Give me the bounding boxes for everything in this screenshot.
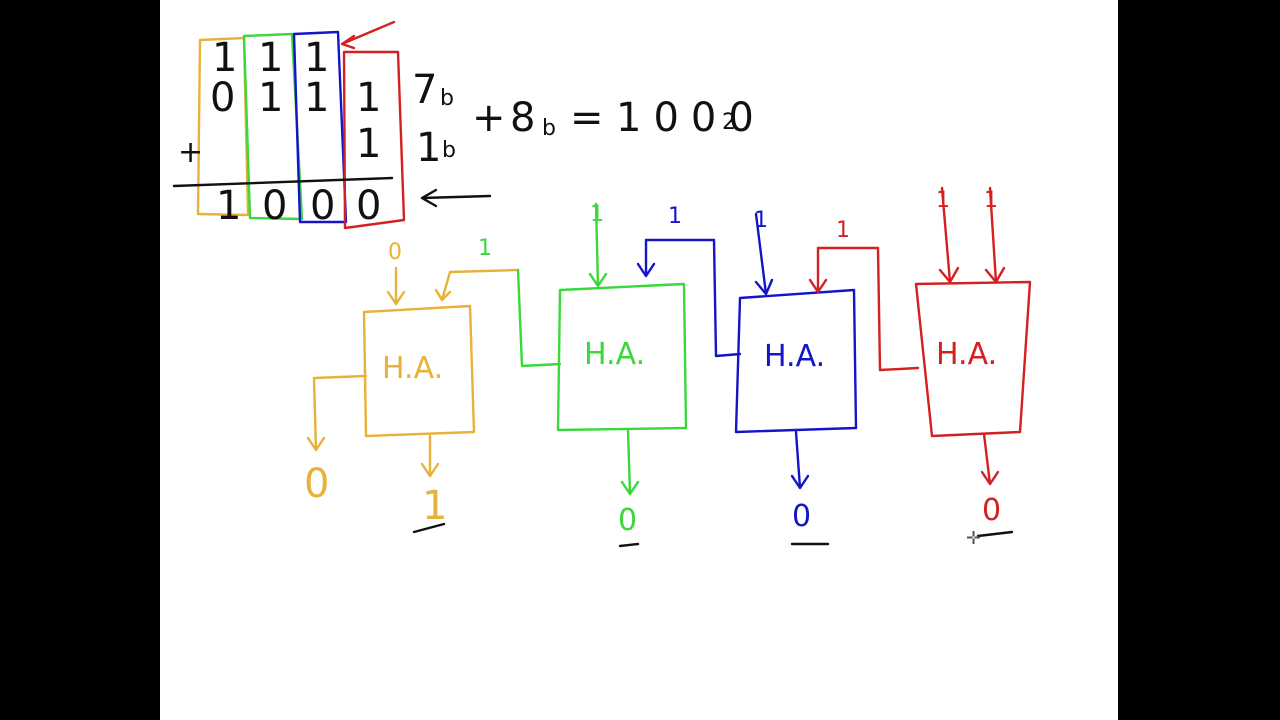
sum-digit-2: 0	[262, 183, 288, 229]
drawing-strokes	[172, 20, 1032, 548]
yellow-carry-out-arrow	[306, 374, 368, 452]
yellow-carry-out: 0	[304, 461, 330, 507]
adder-box-green	[556, 282, 688, 432]
bottom-row-label-sub: b	[442, 138, 456, 163]
yellow-input-a: 0	[388, 240, 402, 265]
top-digit-3: 1	[304, 75, 330, 121]
sum-line	[172, 176, 394, 188]
blue-input-arrow	[754, 212, 774, 296]
blue-carry-in: 1	[836, 218, 850, 243]
green-input-arrow	[588, 202, 608, 288]
adder-box-yellow	[362, 304, 476, 438]
equation-result: 1000	[616, 95, 766, 141]
green-carry-in: 1	[668, 204, 682, 229]
column-box-green	[242, 32, 304, 221]
equation-rhs: 8	[510, 95, 536, 141]
yellow-carry-in-arrow	[434, 268, 520, 302]
yellow-carry-in: 1	[478, 236, 492, 261]
green-sum: 0	[618, 503, 638, 538]
top-row-label: 7	[412, 67, 438, 113]
sum-digit-3: 0	[310, 183, 336, 229]
column-box-red	[342, 50, 406, 230]
result-pointer-arrow	[420, 188, 492, 208]
red-input-b-arrow	[984, 186, 1006, 284]
top-digit-4: 1	[356, 75, 382, 121]
carry-digit-3: 1	[304, 35, 330, 81]
yellow-sum-arrow	[420, 434, 440, 478]
top-digit-2: 1	[258, 75, 284, 121]
whiteboard-page: 1 1 1 0 1 1 1 1 + 1 0 0 0 7 b 1 b + 8 b …	[160, 0, 1118, 720]
adder-box-blue	[734, 288, 858, 434]
top-digit-1: 0	[210, 75, 236, 121]
column-box-yellow	[196, 36, 250, 217]
connect-green-to-yellow	[516, 268, 562, 368]
red-input-b: 1	[984, 188, 998, 213]
red-input-a-arrow	[938, 186, 960, 284]
green-sum-arrow	[620, 428, 640, 496]
bottom-digit-4: 1	[356, 121, 382, 167]
equation-plus: +	[472, 95, 506, 141]
plus-sign: +	[178, 135, 204, 170]
yellow-sum: 1	[422, 483, 448, 529]
carry-digit-2: 1	[258, 35, 284, 81]
blue-sum: 0	[792, 499, 812, 534]
bottom-row-label: 1	[416, 125, 442, 171]
adder-label-yellow: H.A.	[382, 351, 444, 386]
adder-label-red: H.A.	[936, 337, 998, 372]
blue-input-a: 1	[754, 208, 768, 233]
carry-pointer-arrow	[340, 20, 396, 50]
adder-box-red	[914, 280, 1032, 438]
sum-underline-yellow	[412, 522, 446, 534]
sum-digit-1: 1	[216, 183, 242, 229]
blue-sum-arrow	[790, 430, 810, 490]
equation-equals: =	[570, 95, 604, 141]
adder-label-blue: H.A.	[764, 339, 826, 374]
red-sum-arrow	[980, 432, 1000, 486]
adder-label-green: H.A.	[584, 337, 646, 372]
yellow-input-arrow	[386, 266, 406, 306]
sum-underline-red	[976, 530, 1014, 538]
red-sum: 0	[982, 493, 1002, 528]
green-input-a: 1	[590, 202, 604, 227]
carry-digit-1: 1	[212, 35, 238, 81]
top-row-label-sub: b	[440, 86, 454, 111]
red-input-a: 1	[936, 188, 950, 213]
equation-rhs-sub: b	[542, 116, 556, 141]
equation-result-sub: 2	[722, 110, 736, 135]
cursor-crosshair-icon: ✛	[966, 528, 982, 549]
connect-blue-to-green	[636, 238, 742, 358]
sum-digit-4: 0	[356, 183, 382, 229]
connect-red-to-blue	[808, 246, 920, 372]
sum-underline-green	[618, 542, 640, 548]
